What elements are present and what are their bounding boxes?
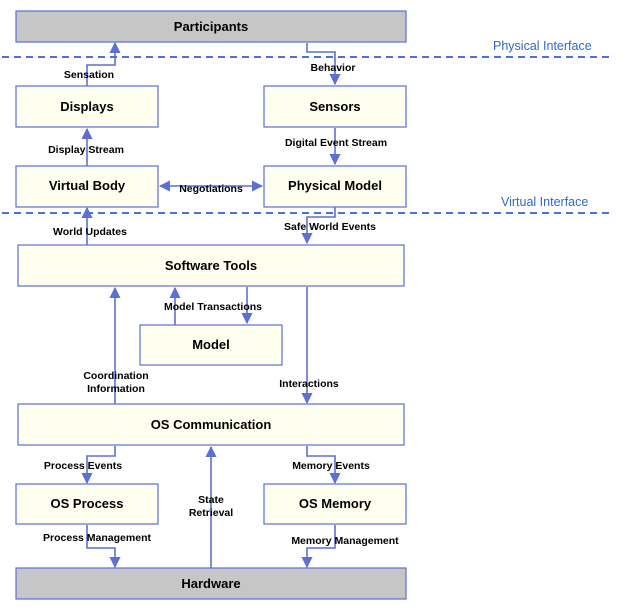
node-software-tools-label: Software Tools	[165, 258, 257, 273]
label-process-management: Process Management	[43, 532, 151, 544]
node-physical-model: Physical Model	[263, 165, 407, 208]
node-os-memory: OS Memory	[263, 483, 407, 525]
node-model: Model	[139, 324, 283, 366]
node-hardware-label: Hardware	[181, 576, 240, 591]
node-participants-label: Participants	[174, 19, 248, 34]
node-displays-label: Displays	[60, 99, 113, 114]
virtual-interface-label: Virtual Interface	[501, 195, 588, 209]
label-negotiations: Negotiations	[179, 183, 243, 195]
edge-behavior	[306, 43, 341, 86]
node-participants: Participants	[15, 10, 407, 43]
label-process-events: Process Events	[44, 460, 122, 472]
label-interactions: Interactions	[279, 378, 339, 390]
label-memory-events: Memory Events	[292, 460, 370, 472]
node-os-communication: OS Communication	[17, 403, 405, 446]
label-display-stream: Display Stream	[48, 144, 124, 156]
edge-memory-management	[301, 525, 336, 569]
edge-process-management	[86, 525, 121, 569]
node-sensors-label: Sensors	[309, 99, 360, 114]
node-os-communication-label: OS Communication	[151, 417, 272, 432]
label-state-line2: Retrieval	[189, 507, 233, 519]
node-model-label: Model	[192, 337, 230, 352]
label-safe-world-events: Safe World Events	[284, 221, 376, 233]
node-software-tools: Software Tools	[17, 244, 405, 287]
node-hardware: Hardware	[15, 567, 407, 600]
label-model-transactions: Model Transactions	[164, 301, 262, 313]
label-coordination-line2: Information	[87, 383, 145, 395]
label-behavior: Behavior	[311, 62, 356, 74]
edge-sensation	[86, 41, 121, 86]
node-physical-model-label: Physical Model	[288, 178, 382, 193]
node-sensors: Sensors	[263, 85, 407, 128]
node-os-process: OS Process	[15, 483, 159, 525]
node-virtual-body: Virtual Body	[15, 165, 159, 208]
node-displays: Displays	[15, 85, 159, 128]
label-coordination-line1: Coordination	[83, 370, 148, 382]
node-virtual-body-label: Virtual Body	[49, 178, 126, 193]
label-memory-management: Memory Management	[291, 535, 399, 547]
label-state-line1: State	[198, 494, 224, 506]
edge-safe-world-events	[301, 207, 336, 245]
label-digital-event-stream: Digital Event Stream	[285, 137, 387, 149]
physical-interface-label: Physical Interface	[493, 39, 592, 53]
label-sensation: Sensation	[64, 69, 114, 81]
node-os-memory-label: OS Memory	[299, 496, 372, 511]
edge-process-events	[81, 446, 116, 485]
edge-memory-events	[306, 446, 341, 485]
node-os-process-label: OS Process	[51, 496, 124, 511]
label-world-updates: World Updates	[53, 226, 127, 238]
